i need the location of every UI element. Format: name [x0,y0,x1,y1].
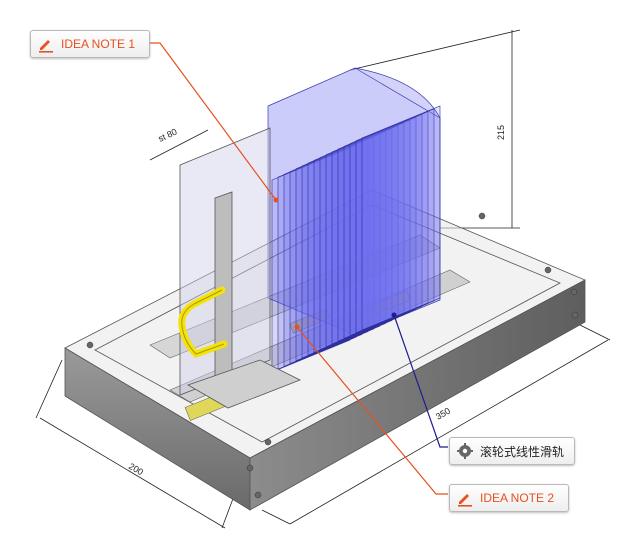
pencil-icon [39,40,53,53]
plate [325,122,405,348]
dim-length: 350 [434,406,452,422]
pencil-icon [458,494,472,507]
plate [289,139,369,365]
plate [307,130,387,356]
plate [343,113,423,339]
idea-note-1-text: IDEA NOTE 1 [61,37,136,51]
leader-dots [273,197,397,330]
idea-note-1-label[interactable]: IDEA NOTE 1 [30,30,150,58]
plate [283,141,363,367]
plate [271,147,351,373]
plate [295,136,375,362]
plate-stack [271,105,441,373]
base-bolts [86,212,579,499]
idea-note-2-text: IDEA NOTE 2 [480,491,555,505]
plate-stack-back [267,67,441,336]
handle-outline [181,289,225,355]
plate [331,119,411,345]
dim-pitch: st 80 [157,127,179,144]
plate [313,127,393,353]
plate [301,133,381,359]
dimension-lines [35,29,611,529]
plate [349,111,429,337]
dim-width: 200 [127,461,145,477]
plate [361,105,441,331]
rail-part-text: 滚轮式线性滑轨 [480,444,565,459]
plate [355,108,435,334]
leader-lines [148,42,448,495]
idea-note-2-label[interactable]: IDEA NOTE 2 [449,484,569,512]
gear-icon [457,443,473,459]
dim-height: 215 [496,125,506,140]
plate [337,116,417,342]
rail-part-label[interactable]: 滚轮式线性滑轨 [449,437,575,465]
plate [319,125,399,351]
plate [277,144,357,370]
